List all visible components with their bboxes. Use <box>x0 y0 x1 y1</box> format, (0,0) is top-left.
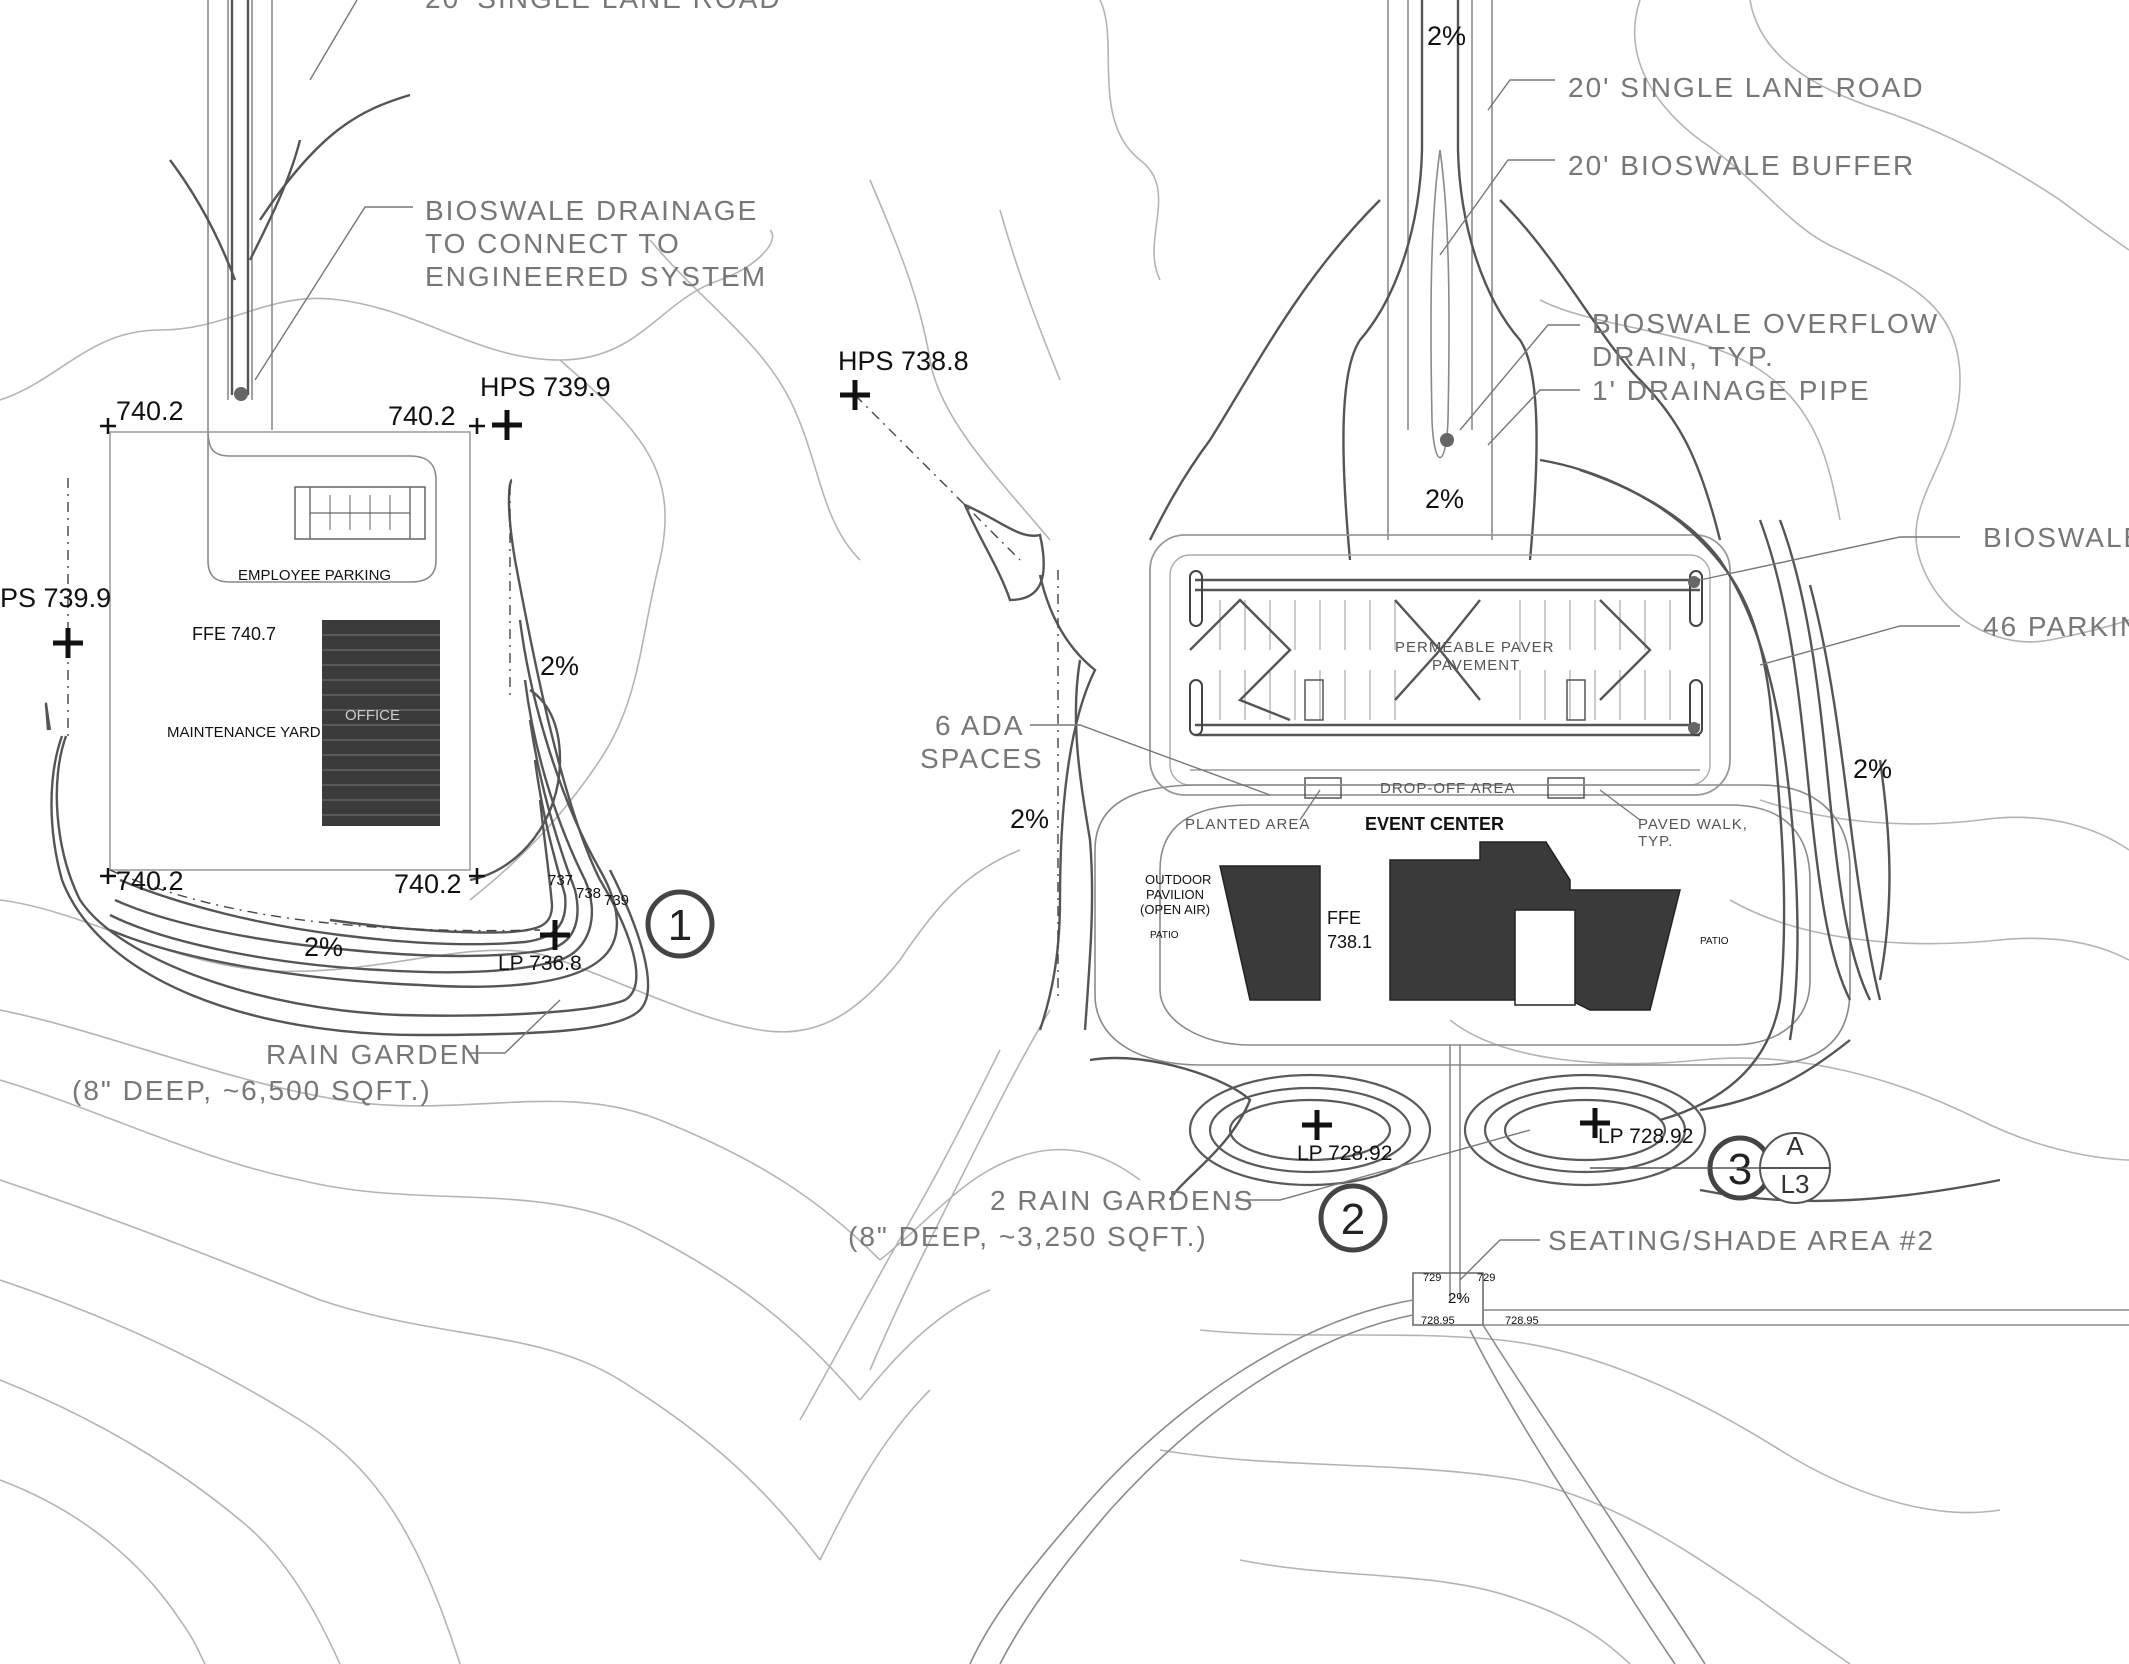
seating-elev: 728.95 <box>1421 1315 1455 1327</box>
slope-label: 2% <box>1853 754 1892 784</box>
ffe-740-7: FFE 740.7 <box>192 624 276 644</box>
contour-739: 739 <box>604 892 629 909</box>
left-access-road <box>169 0 437 583</box>
permeable-paver-label-2: PAVEMENT <box>1432 657 1520 674</box>
slope-label: 2% <box>304 932 343 962</box>
hps-738-8: HPS 738.8 <box>838 346 969 376</box>
seating-elev: 728.95 <box>1505 1315 1539 1327</box>
lp-728-92-right: LP 728.92 <box>1598 1125 1693 1148</box>
callout-rain-gardens: 2 RAIN GARDENS <box>990 1185 1255 1216</box>
key-marker-1: 1 <box>645 889 715 959</box>
hps-739-9-right: HPS 739.9 <box>480 372 611 402</box>
callout-ada-spaces: 6 ADA <box>935 710 1024 741</box>
office-label: OFFICE <box>345 707 400 724</box>
slope-label: 2% <box>1010 804 1049 834</box>
maintenance-yard-pad <box>109 431 471 871</box>
patio-label-right: PATIO <box>1700 936 1729 947</box>
rain-gardens-2 <box>1089 1039 2001 1300</box>
employee-parking-label: EMPLOYEE PARKING <box>238 567 391 584</box>
callout-rain-gardens-2: (8" DEEP, ~3,250 SQFT.) <box>848 1221 1208 1252</box>
contour-738: 738 <box>576 885 601 902</box>
elev-740-2-bl: 740.2 <box>116 866 184 896</box>
right-bioswale <box>1539 458 1891 1122</box>
maintenance-yard-label: MAINTENANCE YARD <box>167 724 321 741</box>
spot-elevation-markers <box>53 380 1610 1140</box>
callout-single-lane-road-top: 20' SINGLE LANE ROAD <box>425 0 782 14</box>
section-marker: A L3 <box>1590 1131 1831 1204</box>
right-access-road <box>1148 0 1722 561</box>
rain-garden-1 <box>44 478 650 1037</box>
svg-text:A: A <box>1786 1131 1804 1161</box>
callout-bioswale-drainage-3: ENGINEERED SYSTEM <box>425 261 767 292</box>
svg-text:L3: L3 <box>1781 1169 1810 1199</box>
lp-736-8: LP 736.8 <box>498 952 582 975</box>
permeable-paver-label: PERMEABLE PAVER <box>1395 639 1555 656</box>
left-swale-edge <box>962 502 1045 602</box>
callout-bioswale-drainage: BIOSWALE DRAINAGE <box>425 195 758 226</box>
pavilion-label-2: PAVILION <box>1146 887 1204 902</box>
elev-740-2-br: 740.2 <box>394 869 462 899</box>
elev-740-2-tl: 740.2 <box>116 396 184 426</box>
slope-label: 2% <box>1448 1290 1470 1307</box>
ffe-738-1: FFE <box>1327 908 1361 928</box>
event-center-site <box>1094 784 1851 1066</box>
key-marker-2: 2 <box>1318 1183 1388 1253</box>
svg-text:1: 1 <box>668 901 692 950</box>
callout-overflow-drain-2: DRAIN, TYP. <box>1592 341 1775 372</box>
pavilion-label-3: (OPEN AIR) <box>1140 902 1210 917</box>
patio-label-left: PATIO <box>1150 930 1179 941</box>
callout-overflow-drain: BIOSWALE OVERFLOW <box>1592 308 1939 339</box>
callout-leaders <box>254 0 1960 1281</box>
callout-rain-garden: RAIN GARDEN <box>266 1039 482 1070</box>
callout-bioswale-drainage-2: TO CONNECT TO <box>425 228 681 259</box>
paved-walk-label-2: TYP. <box>1638 833 1673 850</box>
contour-737: 737 <box>548 872 573 889</box>
callout-drainage-pipe: 1' DRAINAGE PIPE <box>1592 375 1871 406</box>
lp-728-92-left: LP 728.92 <box>1297 1142 1392 1165</box>
pavilion-label: OUTDOOR <box>1145 872 1211 887</box>
employee-parking-stalls <box>294 486 426 540</box>
callout-46-parking: 46 PARKIN <box>1983 611 2129 642</box>
seating-elev: 729 <box>1423 1272 1441 1284</box>
callout-seating-area: SEATING/SHADE AREA #2 <box>1548 1225 1935 1256</box>
planted-area-label: PLANTED AREA <box>1185 816 1310 833</box>
callout-bioswale-buffer: 20' BIOSWALE BUFFER <box>1568 150 1915 181</box>
slope-label: 2% <box>1427 21 1466 51</box>
ffe-738-1-value: 738.1 <box>1327 932 1372 952</box>
ridge-line <box>854 394 1021 561</box>
event-center-title: EVENT CENTER <box>1365 814 1504 834</box>
slope-label: 2% <box>1425 484 1464 514</box>
office-building <box>322 620 440 826</box>
callout-bioswale: BIOSWALE <box>1983 522 2129 553</box>
permeable-parking-lot <box>1149 534 1731 799</box>
callout-rain-garden-2: (8" DEEP, ~6,500 SQFT.) <box>72 1075 432 1106</box>
svg-text:2: 2 <box>1341 1195 1365 1244</box>
callout-single-lane-road: 20' SINGLE LANE ROAD <box>1568 72 1925 103</box>
hps-739-9-left: PS 739.9 <box>0 583 111 613</box>
slope-label: 2% <box>540 651 579 681</box>
seating-area-2 <box>969 1272 2129 1664</box>
svg-text:3: 3 <box>1728 1145 1752 1194</box>
drop-off-label: DROP-OFF AREA <box>1380 780 1516 797</box>
paved-walk-label: PAVED WALK, <box>1638 816 1748 833</box>
elev-740-2-tr: 740.2 <box>388 401 456 431</box>
seating-elev: 729 <box>1477 1272 1495 1284</box>
callout-ada-spaces-2: SPACES <box>920 743 1044 774</box>
